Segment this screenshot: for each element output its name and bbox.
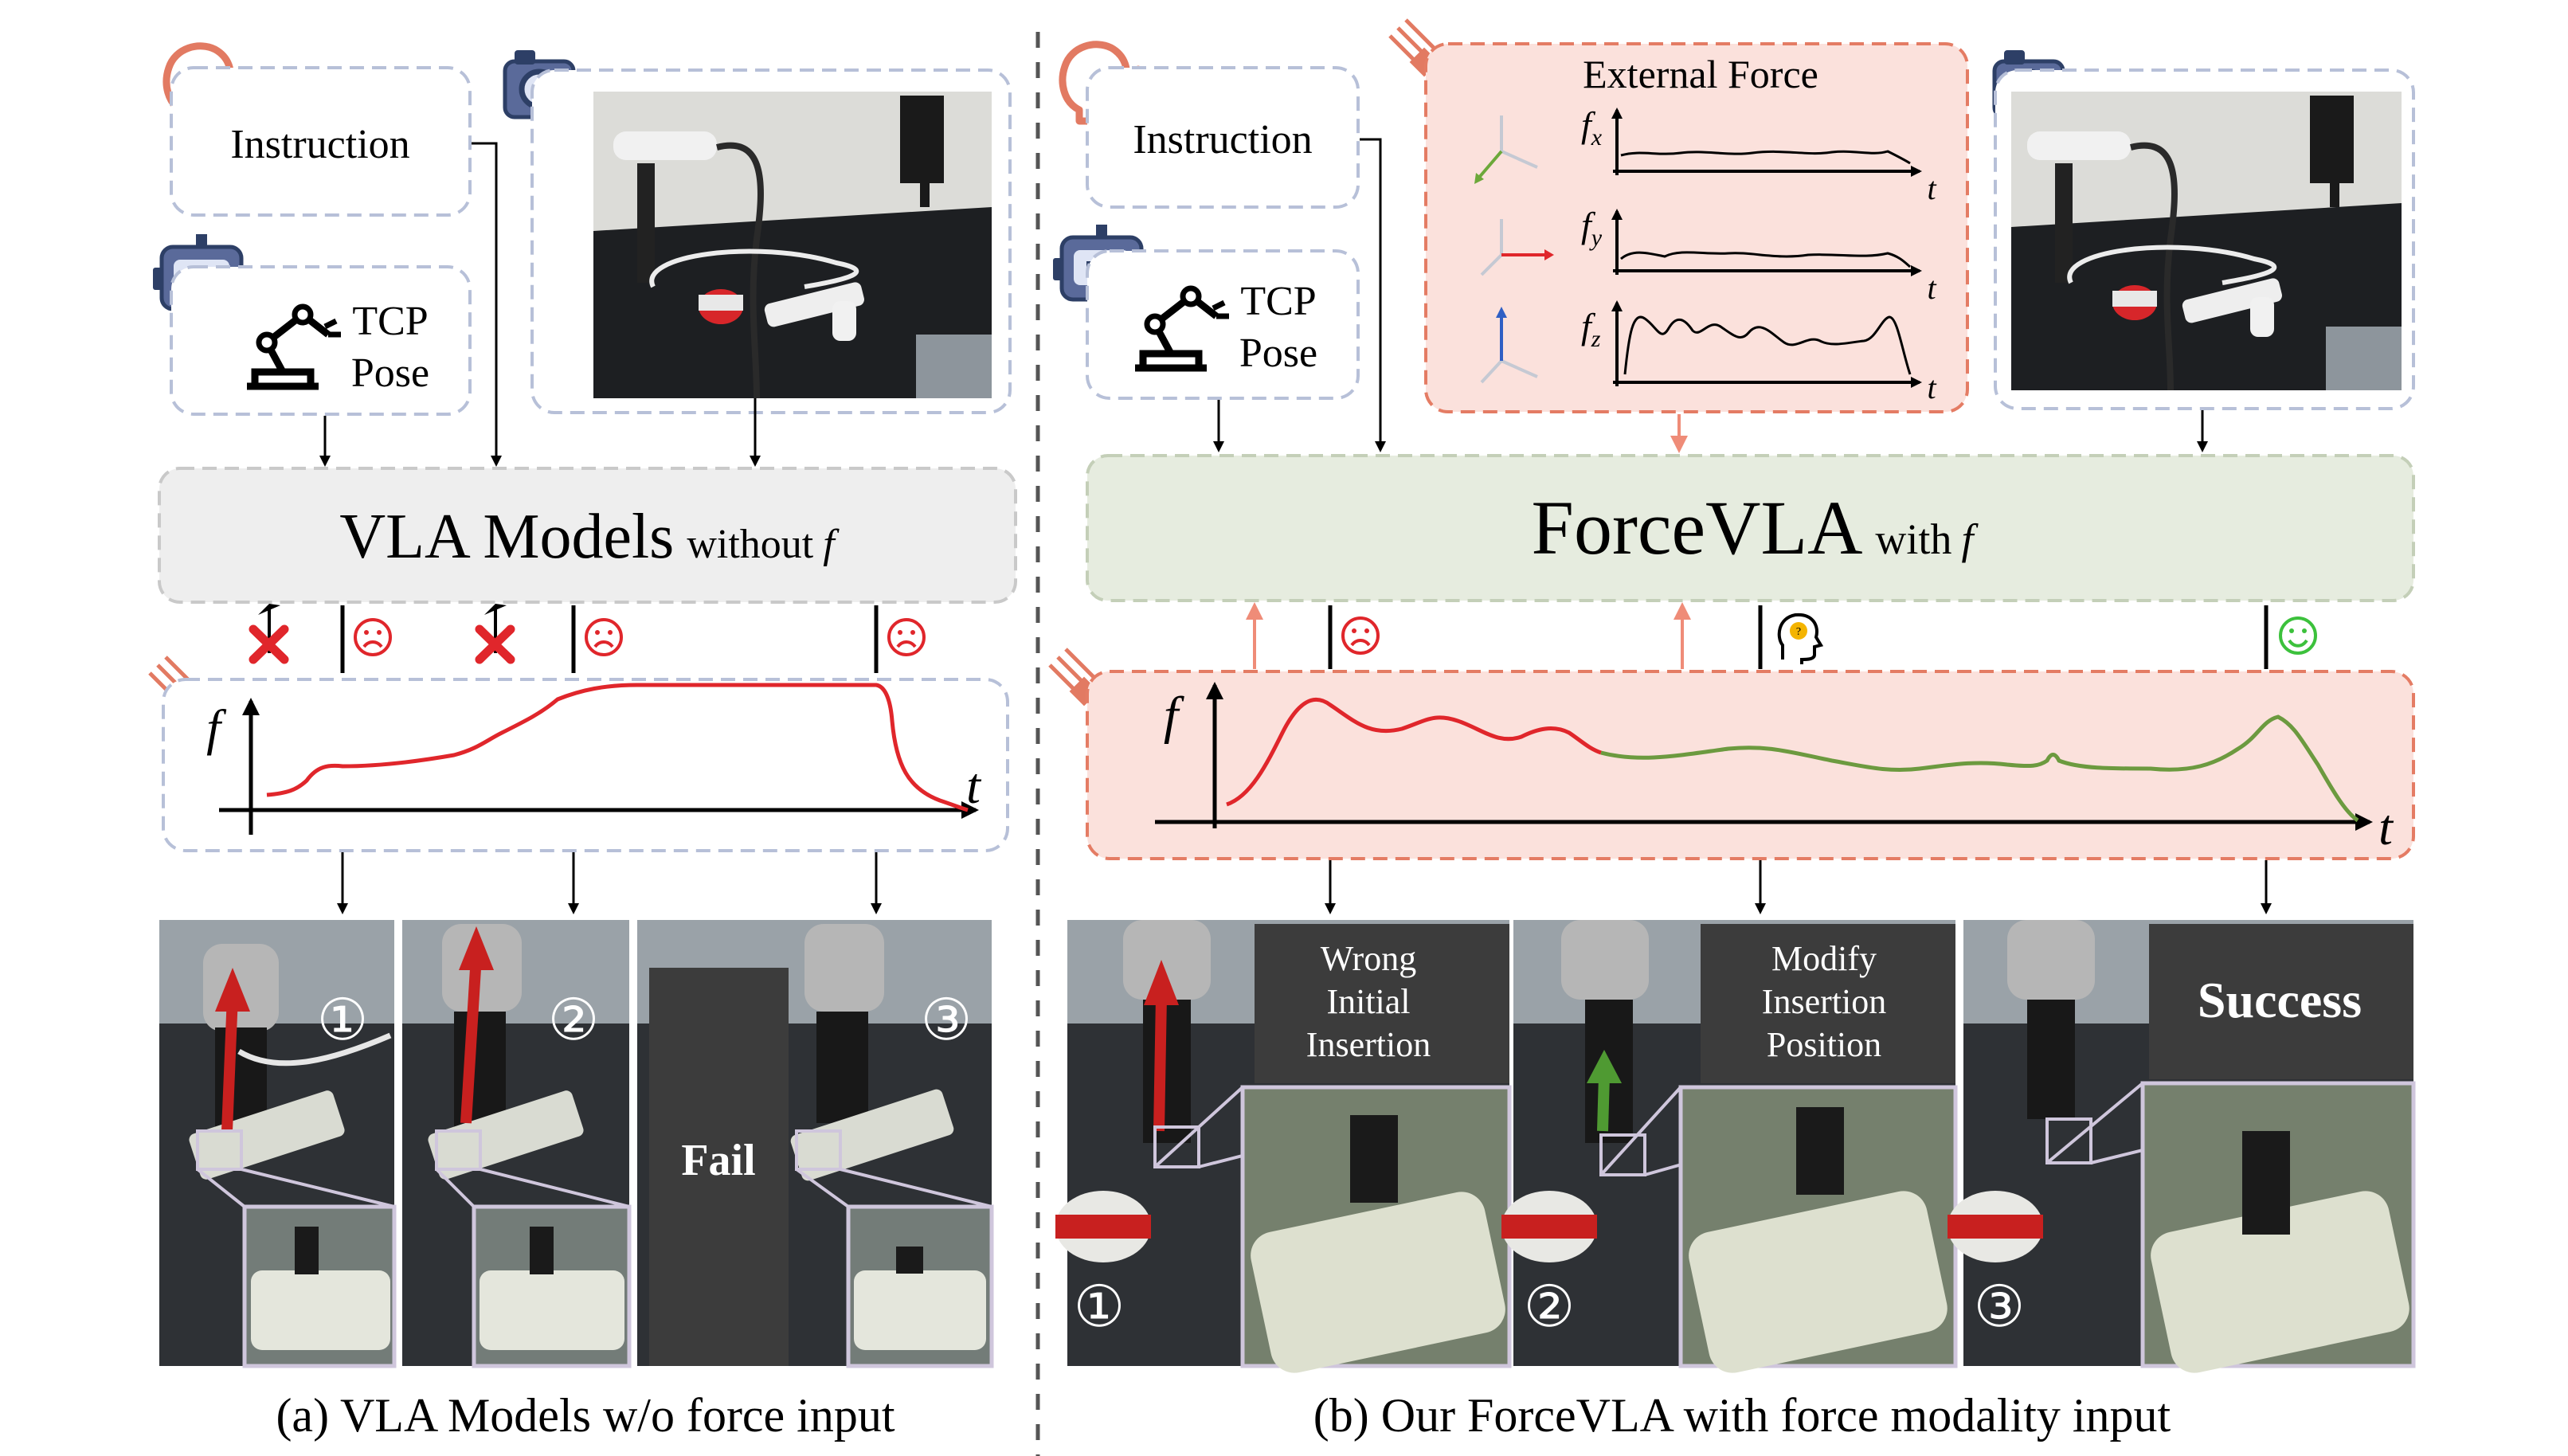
step-1-label: ① (1074, 1275, 1125, 1339)
force-curve-green (1600, 714, 2359, 823)
svg-text:?: ? (1796, 626, 1801, 638)
result-photo-1 (159, 920, 397, 1368)
caption-b: (b) Our ForceVLA with force modality inp… (1313, 1389, 2171, 1442)
fz-curve (1623, 315, 1912, 375)
panel1-text-3: Insertion (1306, 1025, 1431, 1064)
tcp-label-2: Pose (351, 350, 429, 396)
tcp-label-1: TCP (1240, 279, 1316, 324)
scene-photo (2011, 92, 2402, 391)
forcevla-model-box (1086, 454, 2415, 602)
result-photo-2 (1501, 920, 1958, 1373)
sad-face-icon (887, 618, 926, 656)
instruction-label: Instruction (230, 122, 409, 167)
instruction-box (170, 66, 472, 217)
tcp-label-1: TCP (352, 299, 428, 344)
tcp-label-2: Pose (1239, 331, 1317, 376)
axis-z-icon (1480, 307, 1538, 384)
sad-face-icon (585, 618, 623, 656)
force-curve-red (266, 683, 969, 812)
step-3-label: ③ (921, 988, 973, 1052)
sad-face-icon (1341, 616, 1380, 655)
result-photo-3 (637, 920, 994, 1368)
force-plot-box (1086, 670, 2415, 860)
external-force-title: External Force (1583, 52, 1818, 96)
fx-t-label: t (1927, 170, 1936, 206)
thinking-face-icon: ? (1777, 613, 1824, 664)
axis-y-icon (1480, 219, 1554, 276)
vla-model-box (158, 467, 1017, 604)
plot-t-label: t (966, 757, 982, 814)
panel2-text-2: Insertion (1762, 982, 1886, 1021)
panel2-text-3: Position (1767, 1025, 1881, 1064)
arrow-instruction-to-model (1360, 138, 1386, 452)
robot-arm-icon (247, 303, 341, 390)
panel1-text-2: Initial (1326, 982, 1410, 1021)
happy-face-icon (2279, 616, 2317, 655)
result-photo-2 (402, 920, 632, 1368)
instruction-box (1086, 66, 1360, 209)
cross-icon (249, 604, 289, 664)
plot-t-label: t (2378, 799, 2394, 855)
robot-arm-icon (1135, 285, 1229, 372)
fail-label: Fail (681, 1136, 755, 1185)
step-1-label: ① (317, 988, 369, 1052)
fz-t-label: t (1927, 370, 1936, 405)
fy-curve (1620, 251, 1911, 268)
right-panel: Instruction TCP Pose External Force (1048, 18, 2416, 1442)
panel2-text-1: Modify (1771, 939, 1877, 978)
left-panel: Instruction TCP Pose (148, 42, 1017, 1442)
scene-photo (593, 92, 992, 399)
external-force-box (1424, 42, 1969, 413)
tcp-pose-box (170, 265, 472, 416)
panel1-text-1: Wrong (1321, 939, 1416, 978)
arrow-instruction-to-model (472, 142, 502, 467)
cross-icon (475, 604, 515, 664)
tcp-pose-box (1086, 249, 1360, 400)
sad-face-icon (354, 618, 392, 656)
fx-curve (1620, 150, 1911, 165)
axis-x-icon (1474, 115, 1538, 184)
step-2-label: ② (1524, 1275, 1576, 1339)
result-photo-3 (1948, 920, 2416, 1373)
instruction-label: Instruction (1133, 117, 1312, 162)
step-3-label: ③ (1974, 1275, 2026, 1339)
success-label: Success (2198, 972, 2362, 1028)
result-photo-1 (1055, 920, 1512, 1373)
fy-t-label: t (1927, 270, 1936, 306)
caption-a: (a) VLA Models w/o force input (276, 1389, 894, 1442)
force-plot-box (162, 678, 1009, 852)
force-curve-red (1226, 697, 1602, 807)
step-2-label: ② (548, 988, 600, 1052)
